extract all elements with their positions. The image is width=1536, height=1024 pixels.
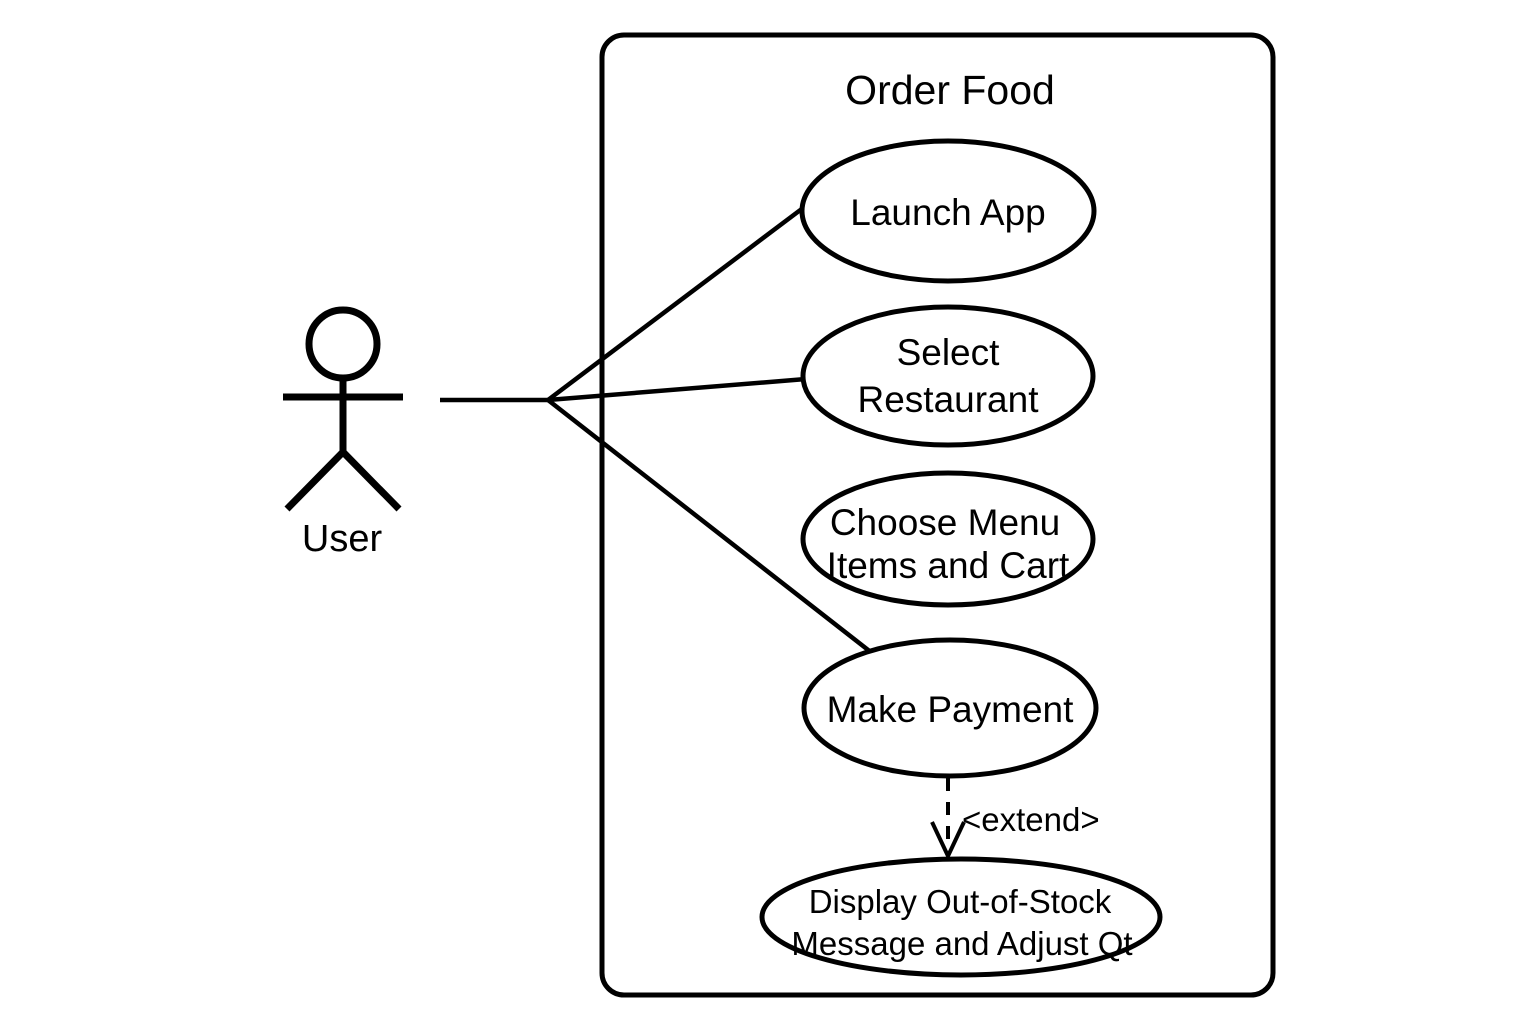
extend-arrowhead-icon [930,821,966,861]
use-case-ellipse [800,304,1096,448]
extend-relationship[interactable]: <extend> [930,778,1100,861]
system-boundary-title: Order Food [845,67,1055,113]
actor-right-leg-icon [340,449,402,512]
use-case-label-line-1: Display Out-of-Stock [809,883,1112,920]
association-user-launch-app[interactable] [546,206,805,402]
use-case-ellipse [799,138,1097,284]
use-case-label-line-1: Select [897,332,1001,373]
actor-left-leg-icon [284,449,346,512]
use-case-select-restaurant[interactable]: Select Restaurant [800,304,1096,448]
system-boundary-box [599,32,1276,998]
use-case-launch-app[interactable]: Launch App [799,138,1097,284]
use-case-label-line-2: Message and Adjust Qt [791,925,1132,962]
association-user-select-restaurant[interactable] [547,376,807,403]
extend-label: <extend> [962,801,1100,838]
use-case-label-line-2: Items and Cart [827,545,1070,586]
use-case-make-payment[interactable]: Make Payment [801,637,1099,779]
use-case-ellipse [759,856,1163,978]
association-user-make-payment[interactable] [546,398,874,655]
use-case-ellipse [801,637,1099,779]
use-case-label-line-2: Restaurant [858,379,1040,420]
actor-head-icon [305,306,381,382]
use-case-label-line-1: Choose Menu [830,502,1060,543]
use-case-choose-menu-items-and-cart[interactable]: Choose Menu Items and Cart [800,470,1096,608]
use-case-display-out-of-stock[interactable]: Display Out-of-Stock Message and Adjust … [759,856,1163,978]
actor-user[interactable] [283,306,403,512]
use-case-ellipse [800,470,1096,608]
use-case-label: Make Payment [827,689,1074,730]
use-case-label: Launch App [850,192,1045,233]
actor-label: User [302,518,383,560]
